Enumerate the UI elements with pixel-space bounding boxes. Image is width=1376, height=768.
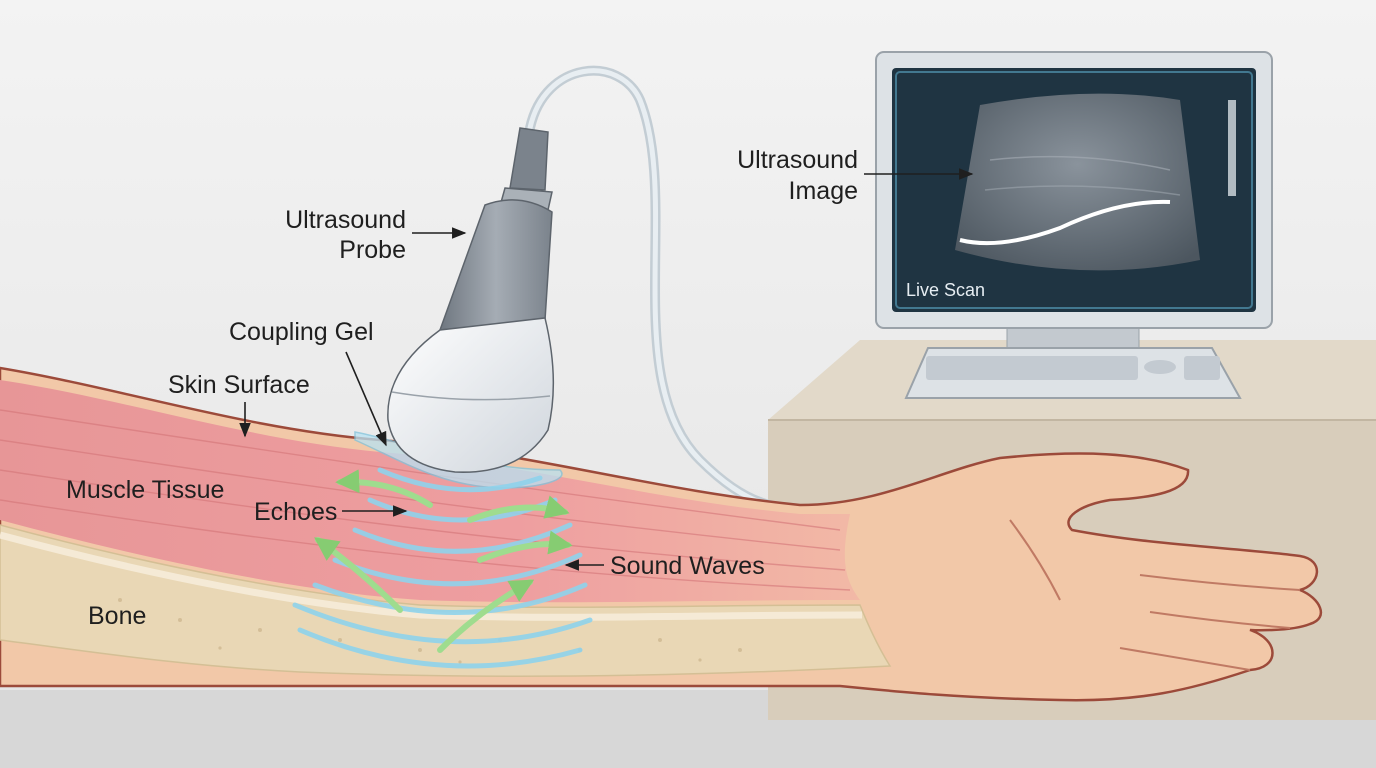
scan-image (955, 93, 1200, 271)
keyboard (904, 347, 1242, 399)
grayscale-bar (1228, 100, 1236, 196)
hand-details (1009, 519, 1301, 671)
image-label-line1: Ultrasound (737, 146, 858, 174)
ultrasound-probe (387, 127, 555, 473)
bone-label: Bone (88, 602, 146, 630)
image-label-line2: Image (789, 177, 858, 205)
probe-label-line2: Probe (339, 236, 406, 264)
probe-label-line1: Ultrasound (285, 206, 406, 234)
skin-surface-label: Skin Surface (168, 371, 310, 399)
coupling-gel-label: Coupling Gel (229, 318, 374, 346)
gel-arrow (345, 351, 387, 447)
monitor: Live Scan (875, 51, 1273, 349)
screen-caption: Live Scan (906, 280, 985, 300)
muscle-layer (0, 380, 860, 603)
sound-waves-label: Sound Waves (610, 552, 765, 580)
echoes-label: Echoes (254, 498, 337, 526)
echoes (314, 469, 573, 653)
muscle-tissue-label: Muscle Tissue (66, 476, 224, 504)
